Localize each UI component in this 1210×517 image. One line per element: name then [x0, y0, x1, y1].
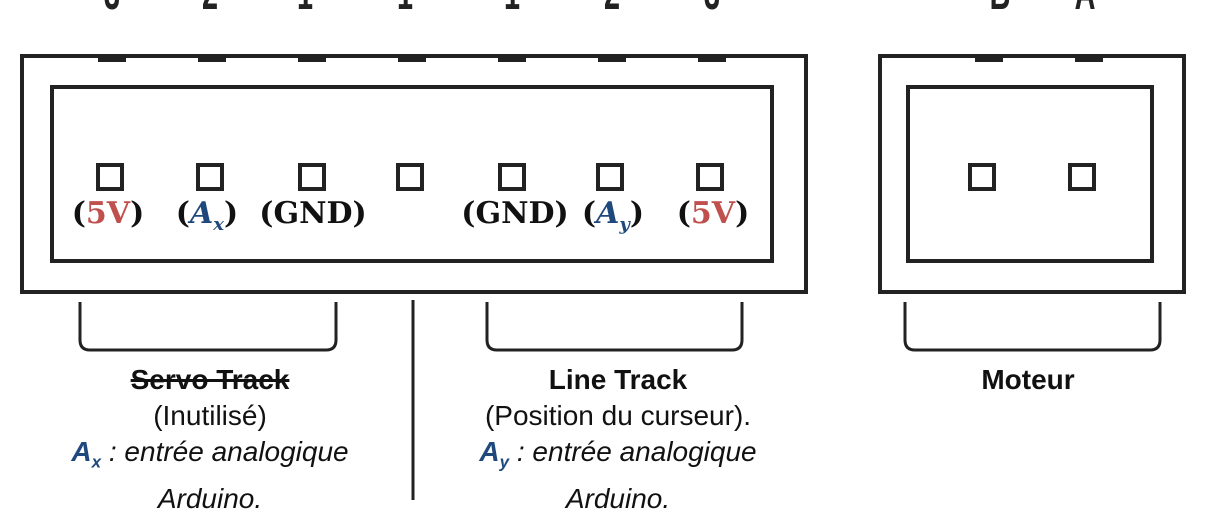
pins [96, 163, 1096, 191]
brackets [78, 302, 1162, 352]
motor-connector-outer [878, 54, 1186, 294]
pin-number: 1 [504, 0, 520, 21]
motor-pin-label: A [1075, 0, 1096, 21]
line-subtitle: (Position du curseur). [484, 400, 752, 431]
motor-connector-inner [906, 85, 1154, 263]
pin-label-gnd: (GND) [461, 196, 569, 231]
pin-number: 1 [297, 0, 313, 21]
servo-input-desc: Ax : entrée analogique [71, 436, 349, 472]
pin-number: 3 [704, 0, 720, 21]
motor-pin-label: B [990, 0, 1011, 21]
line-title: Line Track [548, 364, 688, 395]
pin-number: 2 [202, 0, 218, 21]
motor-caption: Moteur [981, 362, 1074, 398]
pin-number: 3 [104, 0, 120, 21]
line-caption: Line Track (Position du curseur). Ay : e… [479, 364, 757, 514]
pin-label-5v: (5V) [71, 196, 145, 231]
servo-title: Servo Track [130, 364, 290, 395]
servo-subtitle: (Inutilisé) [153, 400, 267, 431]
main-connector-outer [20, 54, 808, 294]
main-connector-inner [50, 85, 774, 263]
pin-number: 2 [604, 0, 620, 21]
pin-number: 1 [397, 0, 413, 21]
motor-title: Moteur [981, 364, 1075, 395]
connector-drawing [20, 54, 1186, 500]
line-input-desc: Ay : entrée analogique [479, 436, 757, 472]
pin-label-ay: (Ay) [581, 196, 645, 235]
servo-caption: Servo Track (Inutilisé) Ax : entrée anal… [71, 364, 349, 514]
pin-label-gnd: (GND) [259, 196, 367, 231]
pin-label-ax: (Ax) [175, 196, 239, 235]
pin-label-5v: (5V) [676, 196, 750, 231]
